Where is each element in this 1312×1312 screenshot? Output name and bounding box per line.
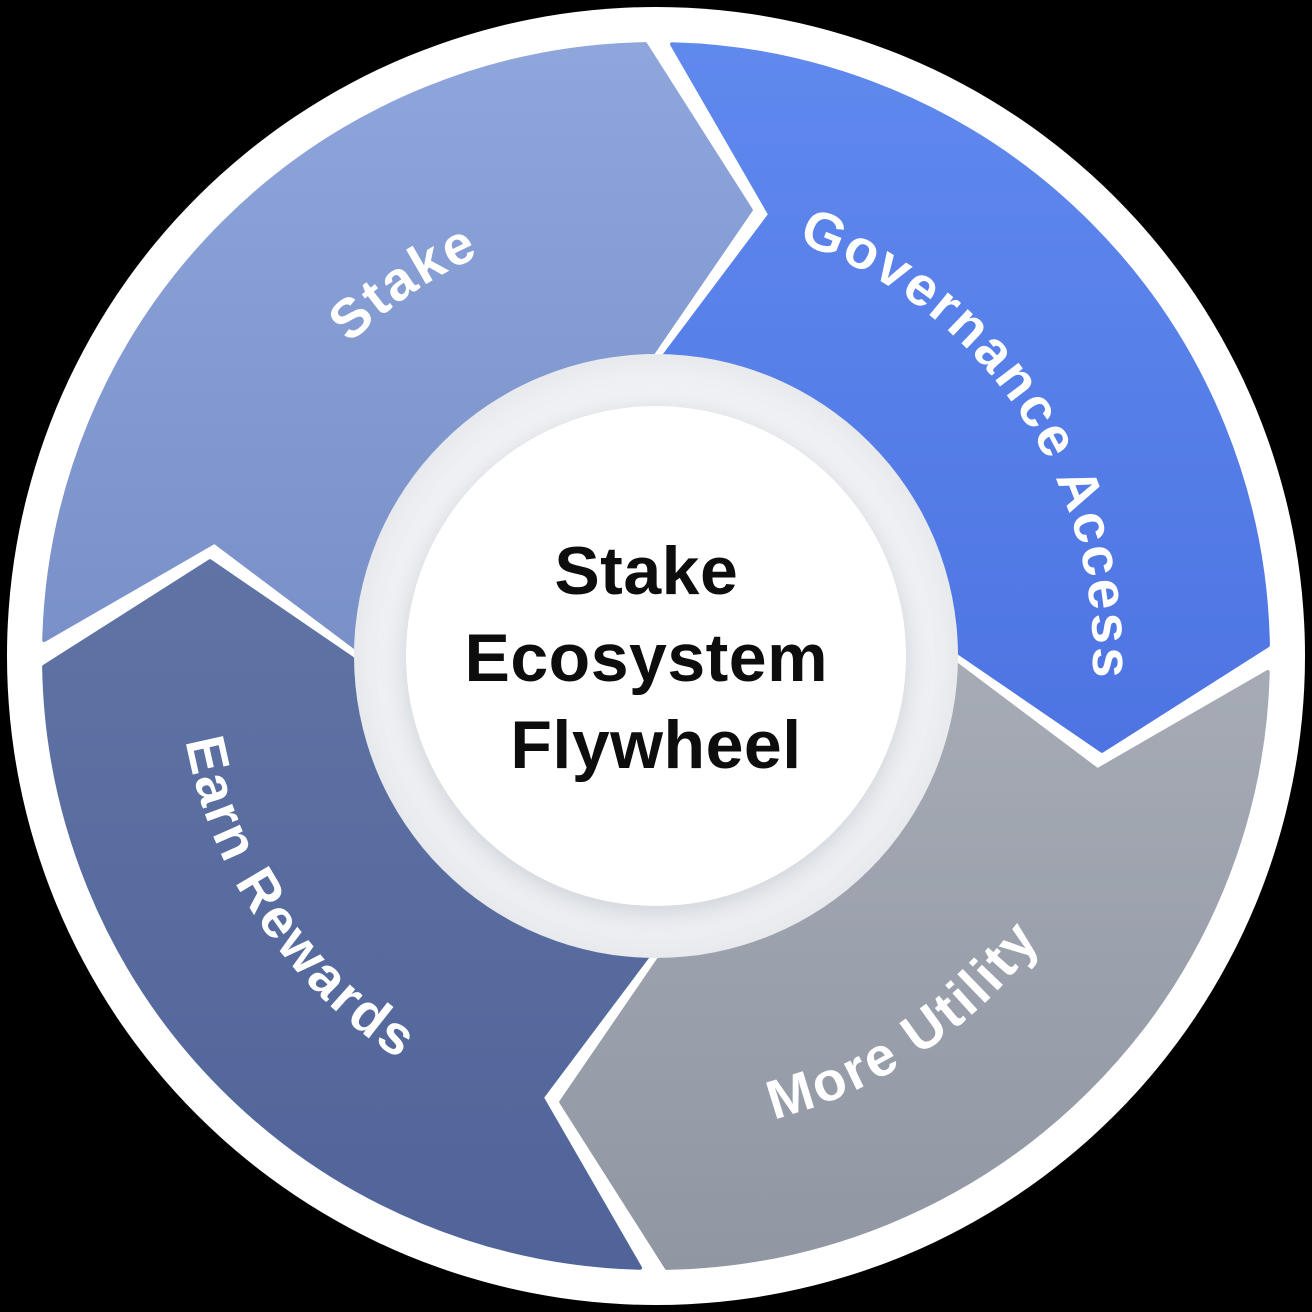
hub-title-line-3: Flywheel bbox=[510, 707, 801, 783]
hub-title-line-2: Ecosystem bbox=[465, 620, 829, 696]
hub-title-line-1: Stake bbox=[554, 533, 738, 609]
hub-circle bbox=[406, 406, 906, 906]
hub-title: Stake Ecosystem Flywheel bbox=[465, 533, 848, 783]
